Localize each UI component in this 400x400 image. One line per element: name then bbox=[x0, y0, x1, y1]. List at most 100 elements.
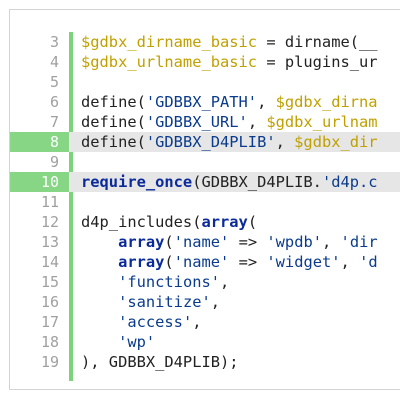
line-code: 'access', bbox=[81, 312, 202, 332]
code-token bbox=[81, 293, 118, 311]
code-token: , bbox=[275, 133, 295, 151]
line-number: 4 bbox=[49, 53, 59, 71]
line-code: $gdbx_urlname_basic = plugins_ur bbox=[81, 52, 378, 72]
code-token: 'wp' bbox=[118, 333, 156, 351]
code-line[interactable]: 11 bbox=[10, 192, 400, 212]
code-line[interactable]: 7 define('GDBBX_URL', $gdbx_urlnam bbox=[10, 112, 400, 132]
code-token: 'GDBBX_D4PLIB' bbox=[145, 133, 276, 151]
code-token: $gdbx_urlname_basic bbox=[81, 53, 258, 71]
code-token bbox=[81, 273, 118, 291]
code-token: 'wpdb' bbox=[266, 233, 322, 251]
code-token: 'widget' bbox=[266, 253, 341, 271]
code-token: , bbox=[192, 313, 202, 331]
code-line[interactable]: 14 array('name' => 'widget', 'd bbox=[10, 252, 400, 272]
line-number: 6 bbox=[49, 93, 59, 111]
line-number: 15 bbox=[40, 273, 59, 291]
line-code: array('name' => 'widget', 'd bbox=[81, 252, 378, 272]
gutter-change-bar bbox=[69, 32, 73, 381]
code-token bbox=[81, 313, 118, 331]
line-code: array('name' => 'wpdb', 'dir bbox=[81, 232, 378, 252]
line-number: 19 bbox=[40, 353, 59, 371]
code-token: => bbox=[229, 233, 267, 251]
code-token: ), GDBBX_D4PLIB); bbox=[81, 353, 239, 371]
code-token: $gdbx_dir bbox=[294, 133, 378, 151]
code-token: , bbox=[340, 253, 360, 271]
line-code: define('GDBBX_PATH', $gdbx_dirna bbox=[81, 92, 378, 112]
code-token: 'name' bbox=[173, 253, 230, 271]
code-token: array bbox=[201, 213, 248, 231]
line-number: 17 bbox=[40, 313, 59, 331]
line-code: 'sanitize', bbox=[81, 292, 220, 312]
line-number: 18 bbox=[40, 333, 59, 351]
line-code: $gdbx_dirname_basic = dirname(__ bbox=[81, 32, 378, 52]
code-token: 'functions' bbox=[118, 273, 221, 291]
line-number: 5 bbox=[49, 73, 59, 91]
line-number: 14 bbox=[40, 253, 59, 271]
code-editor[interactable]: 3 $gdbx_dirname_basic = dirname(__ 4 $gdbx_… bbox=[9, 9, 400, 390]
code-token: d4p_includes( bbox=[81, 213, 202, 231]
code-token: ( bbox=[247, 213, 258, 231]
code-token: (GDBBX_D4PLIB. bbox=[192, 173, 322, 191]
code-token: $gdbx_dirna bbox=[275, 93, 378, 111]
code-line[interactable]: 19 ), GDBBX_D4PLIB); bbox=[10, 352, 400, 372]
line-code: 'wp' bbox=[81, 332, 155, 352]
code-token: array bbox=[118, 253, 165, 271]
line-code: define('GDBBX_D4PLIB', $gdbx_dir bbox=[81, 132, 378, 152]
line-number: 9 bbox=[49, 153, 59, 171]
code-token: array bbox=[118, 233, 165, 251]
code-line[interactable]: 12 d4p_includes(array( bbox=[10, 212, 400, 232]
code-line[interactable]: 8 define('GDBBX_D4PLIB', $gdbx_dir bbox=[10, 132, 400, 152]
line-number: 10 bbox=[10, 172, 69, 192]
line-code: require_once(GDBBX_D4PLIB.'d4p.c bbox=[81, 172, 378, 192]
code-token bbox=[81, 233, 118, 251]
line-code: define('GDBBX_URL', $gdbx_urlnam bbox=[81, 112, 378, 132]
code-token: 'd bbox=[359, 253, 378, 271]
code-line[interactable]: 9 bbox=[10, 152, 400, 172]
code-token: 'd4p.c bbox=[321, 173, 378, 191]
code-token: ( bbox=[164, 253, 174, 271]
code-token: = dirname(__ bbox=[257, 33, 378, 51]
code-token bbox=[81, 333, 118, 351]
code-line[interactable]: 4 $gdbx_urlname_basic = plugins_ur bbox=[10, 52, 400, 72]
code-token: $gdbx_dirname_basic bbox=[81, 33, 258, 51]
line-code: ), GDBBX_D4PLIB); bbox=[81, 352, 239, 372]
code-token: , bbox=[247, 113, 267, 131]
code-token: define( bbox=[81, 113, 146, 131]
code-line[interactable]: 18 'wp' bbox=[10, 332, 400, 352]
code-token: ( bbox=[164, 233, 174, 251]
code-token: define( bbox=[81, 93, 146, 111]
code-token: , bbox=[210, 293, 221, 311]
line-number: 8 bbox=[10, 132, 69, 152]
code-token: => bbox=[229, 253, 267, 271]
code-line[interactable]: 17 'access', bbox=[10, 312, 400, 332]
line-number: 12 bbox=[40, 213, 59, 231]
code-line[interactable]: 5 bbox=[10, 72, 400, 92]
line-number: 7 bbox=[49, 113, 59, 131]
code-token: require_once bbox=[81, 173, 193, 191]
code-line[interactable]: 15 'functions', bbox=[10, 272, 400, 292]
code-line[interactable]: 6 define('GDBBX_PATH', $gdbx_dirna bbox=[10, 92, 400, 112]
code-token: , bbox=[220, 273, 230, 291]
line-number: 11 bbox=[40, 193, 59, 211]
code-token: 'GDBBX_URL' bbox=[145, 113, 248, 131]
code-token: $gdbx_urlnam bbox=[266, 113, 378, 131]
line-number: 3 bbox=[49, 33, 59, 51]
code-token: 'access' bbox=[118, 313, 193, 331]
code-line[interactable]: 16 'sanitize', bbox=[10, 292, 400, 312]
code-token: = plugins_ur bbox=[257, 53, 378, 71]
code-token: 'sanitize' bbox=[118, 293, 211, 311]
code-line[interactable]: 3 $gdbx_dirname_basic = dirname(__ bbox=[10, 32, 400, 52]
line-number: 13 bbox=[40, 233, 59, 251]
line-code: d4p_includes(array( bbox=[81, 212, 257, 232]
code-token: , bbox=[322, 233, 341, 251]
code-token: define( bbox=[81, 133, 146, 151]
code-line[interactable]: 13 array('name' => 'wpdb', 'dir bbox=[10, 232, 400, 252]
code-token: 'dir bbox=[340, 233, 378, 251]
line-code: 'functions', bbox=[81, 272, 229, 292]
line-number: 16 bbox=[40, 293, 59, 311]
code-token: 'GDBBX_PATH' bbox=[145, 93, 258, 111]
code-token: 'name' bbox=[173, 233, 230, 251]
code-token: , bbox=[257, 93, 276, 111]
code-line[interactable]: 10 require_once(GDBBX_D4PLIB.'d4p.c bbox=[10, 172, 400, 192]
code-token bbox=[81, 253, 118, 271]
